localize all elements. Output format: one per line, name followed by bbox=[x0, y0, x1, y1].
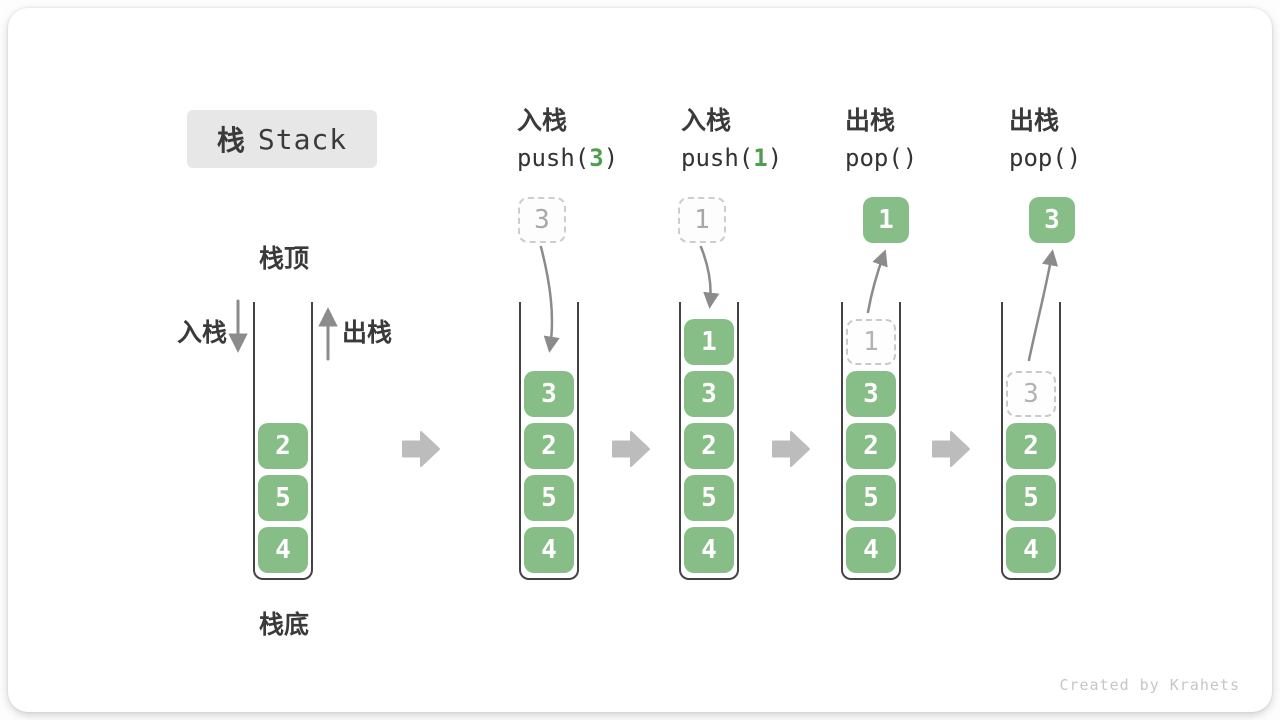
stage-header-push3: 入栈 push(3) bbox=[517, 108, 618, 170]
stage-code: push(1) bbox=[681, 146, 782, 170]
stack-item: 4 bbox=[1006, 527, 1056, 573]
stack-item: 5 bbox=[258, 475, 308, 521]
stack-column: 1 3 2 5 4 bbox=[684, 319, 734, 573]
stack-item: 4 bbox=[684, 527, 734, 573]
stack-column: 3 2 5 4 bbox=[1006, 371, 1056, 573]
code-pre: pop( bbox=[1009, 144, 1067, 172]
stack-top-label: 栈顶 bbox=[259, 244, 310, 273]
stack-column: 2 5 4 bbox=[258, 423, 308, 573]
code-post: ) bbox=[1066, 144, 1082, 172]
code-pre: pop( bbox=[845, 144, 903, 172]
title-cn: 栈 bbox=[216, 124, 245, 157]
stack-container-pop3: 3 2 5 4 bbox=[1001, 302, 1061, 580]
stage-code: pop() bbox=[845, 146, 917, 170]
stage-code: push(3) bbox=[517, 146, 618, 170]
pop-direction-label: 出栈 bbox=[342, 318, 393, 347]
stack-item: 2 bbox=[524, 423, 574, 469]
incoming-value-box: 3 bbox=[518, 197, 566, 243]
stage-header-push1: 入栈 push(1) bbox=[681, 108, 782, 170]
popped-slot: 1 bbox=[846, 319, 896, 365]
code-pre: push( bbox=[517, 144, 590, 172]
stack-item: 2 bbox=[846, 423, 896, 469]
stack-item: 5 bbox=[684, 475, 734, 521]
stack-item: 2 bbox=[684, 423, 734, 469]
stage-header-pop1: 出栈 pop() bbox=[845, 108, 917, 170]
code-post: ) bbox=[603, 144, 619, 172]
stage-label: 入栈 bbox=[681, 106, 732, 135]
stack-item: 2 bbox=[1006, 423, 1056, 469]
code-arg: 1 bbox=[753, 144, 768, 172]
stack-container-initial: 2 5 4 bbox=[253, 302, 313, 580]
stack-container-pop1: 1 3 2 5 4 bbox=[841, 302, 901, 580]
stack-item: 5 bbox=[524, 475, 574, 521]
credit-text: Created by Krahets bbox=[1059, 676, 1240, 694]
stage-label: 入栈 bbox=[517, 106, 568, 135]
stack-item: 2 bbox=[258, 423, 308, 469]
stack-item: 3 bbox=[846, 371, 896, 417]
title-en: Stack bbox=[257, 122, 348, 156]
stack-column: 1 3 2 5 4 bbox=[846, 319, 896, 573]
stack-item: 4 bbox=[258, 527, 308, 573]
stage-label: 出栈 bbox=[1009, 106, 1060, 135]
stack-item: 4 bbox=[846, 527, 896, 573]
code-arg: 3 bbox=[589, 144, 604, 172]
stack-bottom-label: 栈底 bbox=[259, 610, 310, 639]
stack-item: 5 bbox=[846, 475, 896, 521]
popped-value-box: 3 bbox=[1029, 197, 1075, 243]
code-post: ) bbox=[902, 144, 918, 172]
stack-item: 3 bbox=[524, 371, 574, 417]
popped-value-box: 1 bbox=[863, 197, 909, 243]
code-post: ) bbox=[767, 144, 783, 172]
stack-item: 4 bbox=[524, 527, 574, 573]
push-direction-label: 入栈 bbox=[177, 318, 228, 347]
stack-container-push1: 1 3 2 5 4 bbox=[679, 302, 739, 580]
stack-container-push3: 3 2 5 4 bbox=[519, 302, 579, 580]
stack-column: 3 2 5 4 bbox=[524, 371, 574, 573]
title-box: 栈 Stack bbox=[187, 110, 377, 168]
incoming-value-box: 1 bbox=[678, 197, 726, 243]
stage-header-pop3: 出栈 pop() bbox=[1009, 108, 1081, 170]
stack-item: 1 bbox=[684, 319, 734, 365]
stack-item: 5 bbox=[1006, 475, 1056, 521]
popped-slot: 3 bbox=[1006, 371, 1056, 417]
stage-code: pop() bbox=[1009, 146, 1081, 170]
code-pre: push( bbox=[681, 144, 754, 172]
stage-label: 出栈 bbox=[845, 106, 896, 135]
stack-item: 3 bbox=[684, 371, 734, 417]
